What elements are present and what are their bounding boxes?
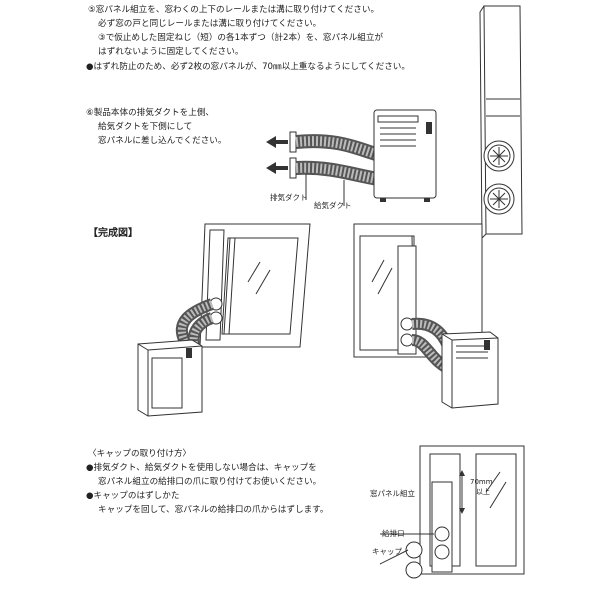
label-overlap: 70mm <box>470 478 493 486</box>
cap-line4: キャップを回して、窓パネルの給排口の爪からはずします。 <box>98 505 329 515</box>
step5-line2: 必ず窓の戸と同じレールまたは溝に取り付けてください。 <box>98 19 322 29</box>
step6-line2: 給気ダクトを下側にして <box>98 122 193 132</box>
step5-line4: はずれないように固定してください。 <box>98 47 244 57</box>
label-port: 給排口 <box>382 529 405 538</box>
cap-line2: 窓パネル組立の給排口の爪に取り付けてお使いください。 <box>98 477 322 487</box>
label-cap: キャップ <box>372 547 402 556</box>
cap-diagram <box>379 445 525 579</box>
step5-line1: ⑤窓パネル組立を、窓わくの上下のレールまたは溝に取り付けてください。 <box>88 5 380 15</box>
cap-line3: ●キャップのはずしかた <box>86 491 180 501</box>
cap-line1: ●排気ダクト、給気ダクトを使用しない場合は、キャップを <box>86 463 317 473</box>
label-window-panel: 窓パネル組立 <box>370 489 415 498</box>
completed-illustration-left <box>137 223 311 417</box>
step5-note: ●はずれ防止のため、必ず2枚の窓パネルが、70㎜以上重なるようにしてください。 <box>86 62 410 72</box>
label-overlap-2: 以上 <box>476 488 490 496</box>
completed-illustration-right <box>353 223 499 409</box>
step5-line3: ③で仮止めした固定ねじ（短）の各1本ずつ（計2本）を、窓パネル組立が <box>98 33 384 43</box>
completed-heading: 【完成図】 <box>88 228 138 239</box>
window-panel-illustration <box>479 5 523 239</box>
step6-line3: 窓パネルに差し込んでください。 <box>98 136 227 146</box>
label-intake-duct: 給気ダクト <box>314 201 352 210</box>
step6-line1: ⑥製品本体の排気ダクトを上側、 <box>86 108 215 118</box>
duct-insertion-illustration <box>266 109 437 206</box>
label-exhaust-duct: 排気ダクト <box>270 193 308 202</box>
cap-heading: 〈キャップの取り付け方〉 <box>88 449 192 459</box>
